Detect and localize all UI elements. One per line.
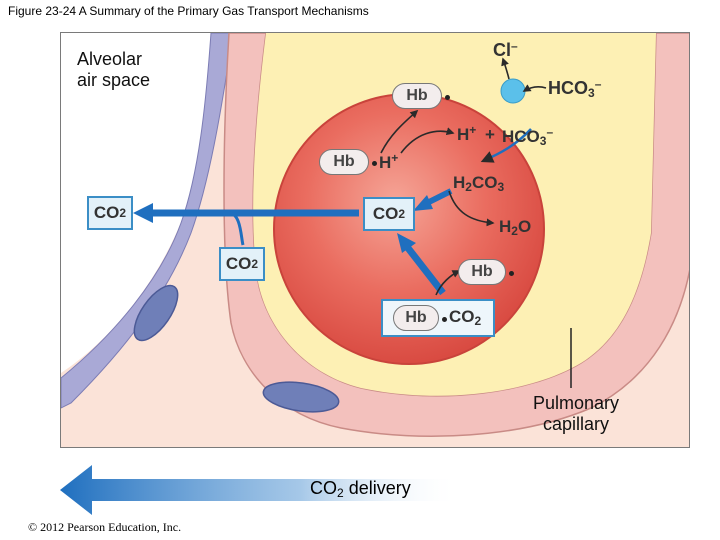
hbco2-release-arrow-shaft bbox=[405, 245, 446, 296]
hb-bound-co2: CO2 bbox=[449, 307, 482, 328]
copyright-notice: © 2012 Pearson Education, Inc. bbox=[28, 520, 182, 534]
hbh-to-hb-arrow bbox=[380, 109, 419, 154]
chloride-bicarbonate-transporter bbox=[500, 78, 526, 104]
carbonic-acid: H2CO3 bbox=[453, 173, 505, 194]
alveolar-space bbox=[61, 33, 226, 373]
alveolar-air-space-label: Alveolar air space bbox=[77, 49, 151, 90]
hb-co2-bond bbox=[442, 317, 447, 322]
hb-h-complex: Hb bbox=[319, 149, 369, 175]
hbh-to-hplus-arrow bbox=[400, 127, 455, 154]
alveolar-cell-nucleus bbox=[133, 284, 179, 342]
hydrogen-ion: H+ bbox=[457, 123, 477, 144]
hb-carbaminohemoglobin: Hb bbox=[393, 305, 439, 331]
co2-delivery-arrow bbox=[60, 465, 460, 515]
pulmonary-capillary-label: Pulmonary capillary bbox=[532, 393, 620, 434]
hb-h-bond bbox=[372, 161, 377, 166]
hbco2-release-arrowhead bbox=[397, 233, 416, 253]
hb-released-dot bbox=[509, 271, 514, 276]
h2co3-to-co2-arrowhead bbox=[413, 195, 433, 211]
cl-exit-arrow bbox=[501, 57, 510, 80]
plasma-bicarbonate: HCO3– bbox=[548, 77, 602, 100]
hb-top: Hb bbox=[392, 83, 442, 109]
rbc-bicarbonate: HCO3– bbox=[502, 125, 554, 148]
alveolar-wall bbox=[61, 33, 234, 409]
hco3-reentry-arrow bbox=[522, 84, 547, 92]
hb-top-dot bbox=[445, 95, 450, 100]
co2-diffusion-arrowhead bbox=[133, 203, 153, 223]
water: H2O bbox=[499, 217, 532, 238]
hb-bound-h: H+ bbox=[379, 151, 399, 172]
plus-sign: + bbox=[485, 125, 495, 144]
hb-released: Hb bbox=[458, 259, 506, 285]
plasma-co2-connector bbox=[228, 211, 245, 246]
diagram-panel: Alveolar air space Pulmonary capillary C… bbox=[60, 32, 690, 448]
h2co3-to-h2o-arrow bbox=[448, 190, 495, 227]
hco3-entry-arrow bbox=[480, 128, 532, 163]
co2-delivery-label: CO2 delivery bbox=[310, 478, 411, 500]
hbco2-to-hb-arrow bbox=[435, 270, 461, 296]
endothelial-nucleus bbox=[262, 381, 340, 413]
chloride-ion: Cl– bbox=[493, 39, 518, 60]
figure-title: Figure 23-24 A Summary of the Primary Ga… bbox=[8, 4, 369, 18]
